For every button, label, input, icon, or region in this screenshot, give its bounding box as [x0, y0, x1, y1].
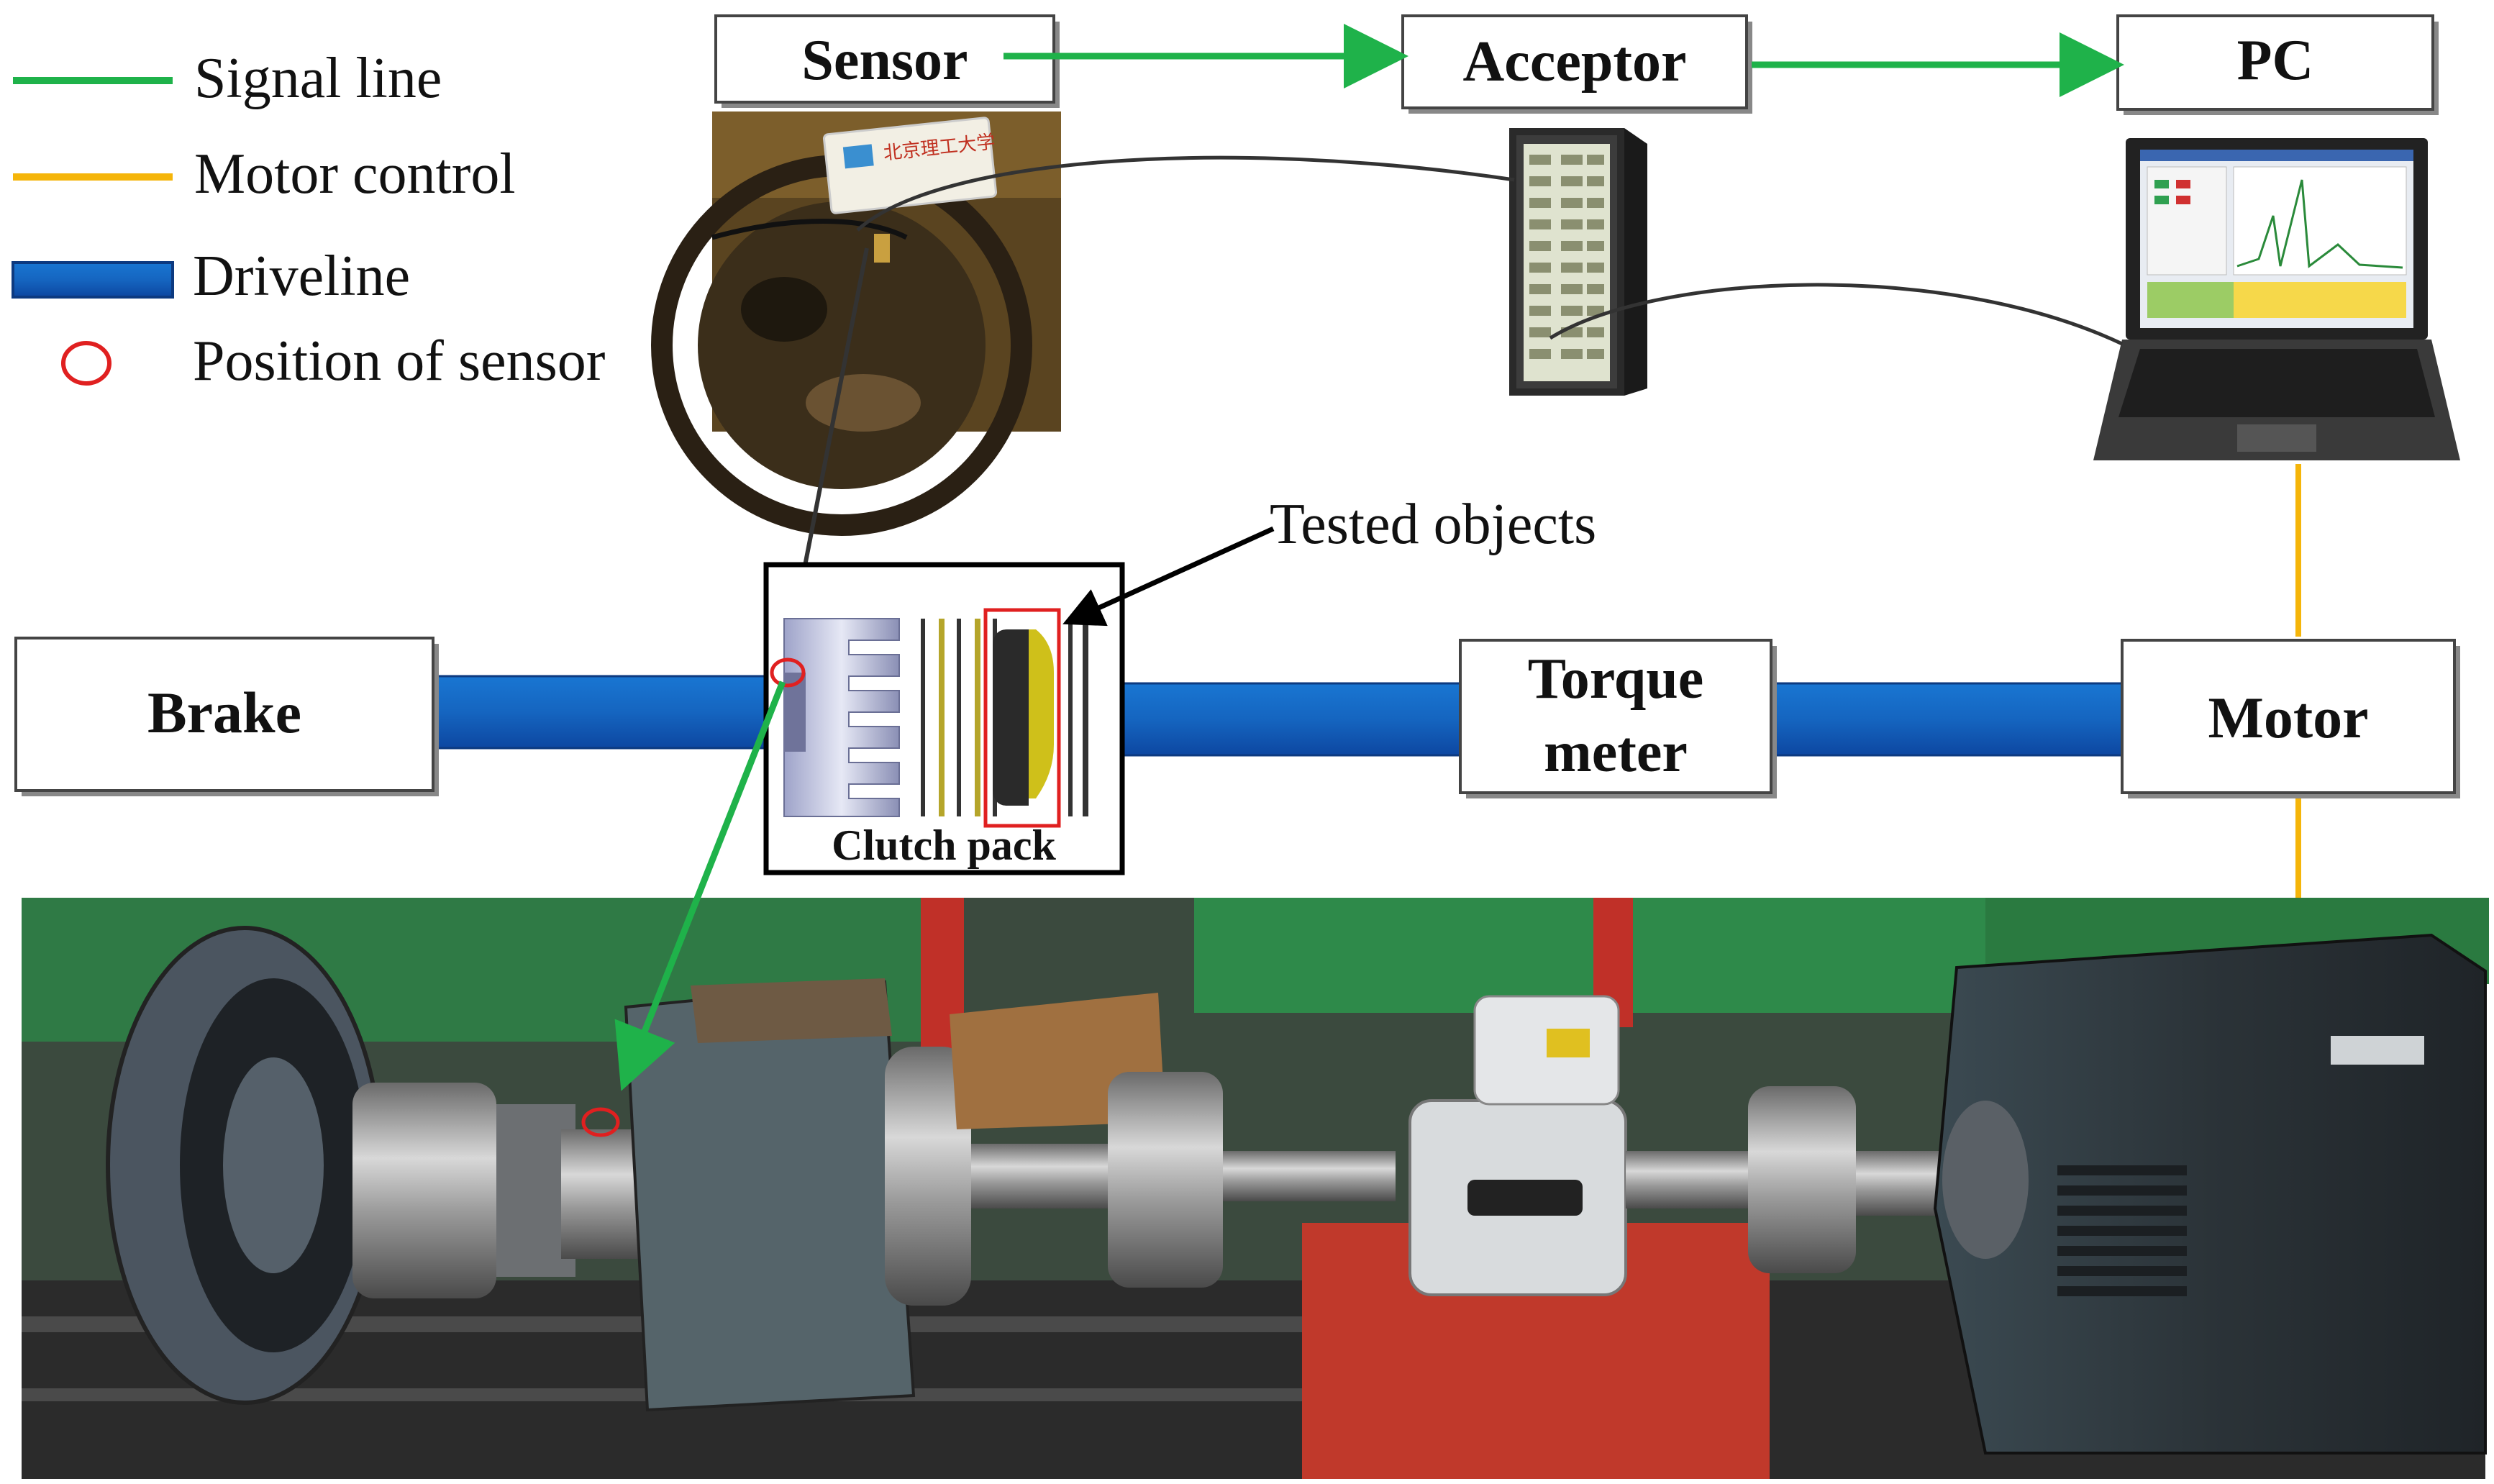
pc-block-label: PC [2237, 29, 2314, 92]
torque-meter-block: Torque meter [1459, 639, 1777, 798]
motor-block: Motor [2121, 639, 2460, 798]
sensor-block: Sensor [714, 14, 1060, 108]
acceptor-device [1509, 128, 1647, 396]
pc-block: PC [2116, 14, 2439, 115]
photo-torque-coupling-left [1108, 1072, 1223, 1288]
clutch-hub [783, 618, 900, 817]
sensor-position-marker-diagram [770, 657, 806, 688]
pc-laptop [2093, 138, 2460, 460]
legend-motor-control-label: Motor control [194, 142, 516, 206]
photo-torque-coupling-right [1748, 1086, 1856, 1273]
tested-objects-highlight [983, 608, 1061, 828]
acceptor-block-label: Acceptor [1463, 30, 1687, 94]
signal-arrow-clutch-to-photo [614, 680, 786, 1091]
acceptor-block-frame [1401, 14, 1748, 109]
tested-objects-arrow [1062, 526, 1275, 627]
driveline-clutch-to-torque [1121, 682, 1465, 757]
legend-driveline-swatch [12, 261, 174, 299]
photo-brake-coupling [352, 1083, 496, 1298]
cable-sensor-to-acceptor [856, 155, 1515, 232]
sensor-position-marker-photo [581, 1107, 620, 1137]
legend: Signal line Motor control Driveline Posi… [12, 47, 605, 393]
laptop-keyboard [2118, 349, 2435, 417]
clutch-pack-label: Clutch pack [832, 821, 1056, 869]
photo-clutch-gearbox [624, 980, 916, 1412]
brake-block: Brake [14, 637, 439, 796]
legend-signal-line-label: Signal line [194, 47, 442, 110]
motor-block-label: Motor [2208, 685, 2368, 750]
sensor-photo-tag [822, 117, 998, 214]
legend-sensor-position-marker [61, 341, 111, 386]
brake-block-label: Brake [147, 680, 301, 745]
legend-driveline-label: Driveline [193, 245, 410, 308]
sensor-block-frame [714, 14, 1055, 104]
tested-objects-label: Tested objects [1270, 493, 1596, 556]
driveline-brake-to-clutch [434, 675, 775, 750]
cable-acceptor-to-pc [1549, 283, 2124, 346]
clutch-pack: Clutch pack [763, 562, 1125, 875]
driveline-torque-to-motor [1768, 682, 2131, 757]
test-bench-photo [22, 898, 2489, 1479]
torque-meter-label-line1: Torque [1528, 647, 1704, 711]
torque-meter-label-line2: meter [1544, 721, 1688, 784]
acceptor-block: Acceptor [1401, 14, 1752, 114]
sensor-block-label: Sensor [801, 29, 968, 92]
legend-sensor-position-label: Position of sensor [193, 329, 605, 393]
